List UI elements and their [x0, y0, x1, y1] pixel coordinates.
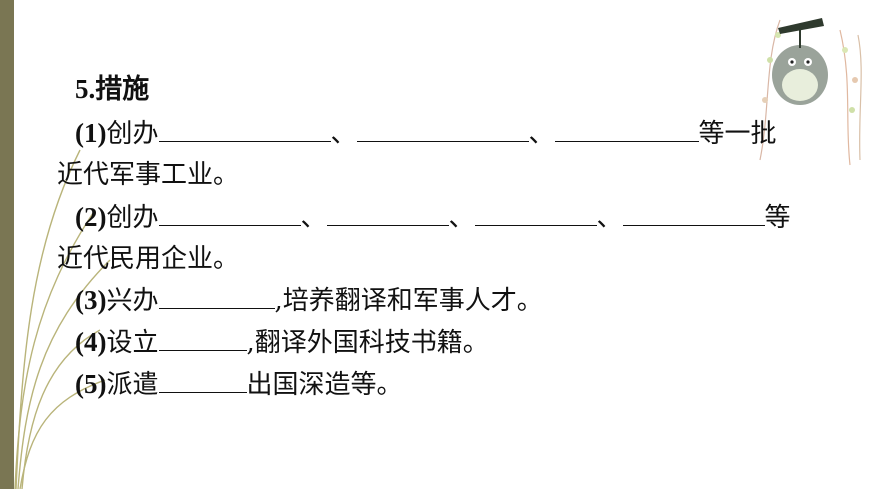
section-title: 5.措施	[75, 74, 150, 104]
separator: 、	[596, 203, 623, 233]
blank-1c[interactable]	[554, 117, 699, 142]
blank-1b[interactable]	[356, 117, 529, 142]
blank-3[interactable]	[158, 284, 275, 309]
item-4: (4)设立 ,翻译外国科技书籍。	[75, 325, 489, 360]
item-2-tail: 等	[764, 203, 791, 233]
separator: 、	[528, 119, 555, 149]
item-2: (2)创办 、 、 、 等	[75, 200, 791, 235]
left-decorative-bar	[0, 0, 14, 489]
item-2-continuation: 近代民用企业。	[57, 244, 240, 274]
totoro-illustration	[759, 18, 862, 166]
item-1: (1)创办 、 、 等一批	[75, 116, 777, 151]
blank-1a[interactable]	[158, 117, 331, 142]
separator: 、	[330, 119, 357, 149]
item-1-verb: 创办	[106, 119, 159, 149]
item-1-number: (1)	[75, 118, 107, 148]
blank-5[interactable]	[158, 368, 247, 393]
item-2-number: (2)	[75, 202, 107, 232]
item-3-verb: 兴办	[106, 286, 159, 316]
blank-2c[interactable]	[474, 201, 597, 226]
item-3-number: (3)	[75, 285, 107, 315]
item-2-verb: 创办	[106, 203, 159, 233]
item-3: (3)兴办 ,培养翻译和军事人才。	[75, 283, 543, 318]
item-5-verb: 派遣	[106, 370, 159, 400]
item-3-tail: ,培养翻译和军事人才。	[274, 286, 543, 316]
separator: 、	[300, 203, 327, 233]
item-5-tail: 出国深造等。	[246, 370, 403, 400]
item-1-tail: 等一批	[698, 119, 777, 149]
decorative-curves	[14, 149, 111, 489]
blank-4[interactable]	[158, 326, 247, 351]
blank-2d[interactable]	[622, 201, 765, 226]
blank-2b[interactable]	[326, 201, 449, 226]
separator: 、	[448, 203, 475, 233]
item-5-number: (5)	[75, 369, 107, 399]
blank-2a[interactable]	[158, 201, 301, 226]
item-4-tail: ,翻译外国科技书籍。	[246, 328, 489, 358]
item-1-continuation: 近代军事工业。	[57, 160, 240, 190]
item-5: (5)派遣 出国深造等。	[75, 367, 403, 402]
item-4-number: (4)	[75, 327, 107, 357]
item-4-verb: 设立	[106, 328, 159, 358]
